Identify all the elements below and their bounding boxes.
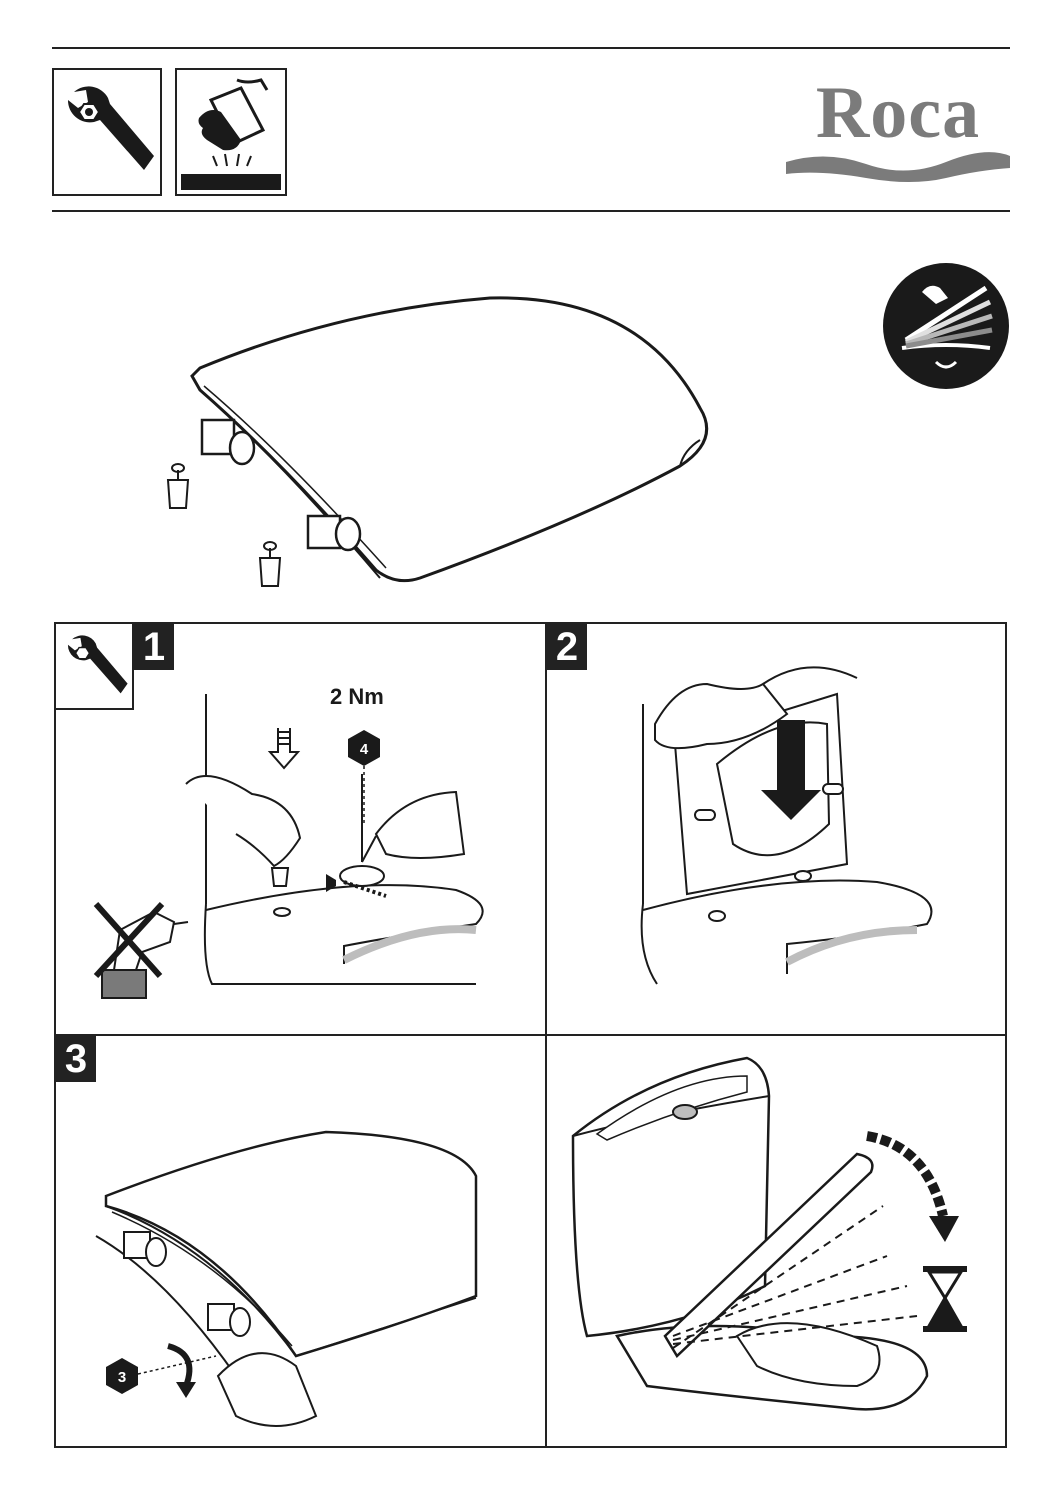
wipe-clean-icon [181, 78, 281, 190]
toilet-seat-illustration [166, 296, 709, 587]
no-power-drill-icon [93, 901, 189, 999]
step-4-panel [545, 1034, 1007, 1448]
soft-close-icon [883, 263, 1009, 389]
hourglass-icon [923, 1266, 967, 1332]
step-1-number: 1 [134, 624, 174, 670]
step-2-panel: 2 [545, 622, 1007, 1036]
step-3-illustration: 3 [95, 1130, 478, 1427]
header-top-rule [52, 47, 1010, 49]
logo-wave [786, 152, 1010, 182]
step-2-number: 2 [547, 624, 587, 670]
cleaning-icon-box [175, 68, 287, 196]
step-4-illustration [571, 1056, 967, 1411]
header-bottom-rule [52, 210, 1010, 212]
step-1-badge: 4 [360, 741, 369, 758]
wrench-icon [67, 635, 128, 694]
brand-logo-text: Roca [815, 72, 981, 154]
step-3-badge: 3 [118, 1369, 126, 1386]
step-1-tool-icon [56, 624, 134, 710]
fixing-bolt-1 [166, 463, 190, 509]
step-3-number: 3 [56, 1036, 96, 1082]
step-1-illustration: 4 [93, 694, 484, 999]
step-2-illustration [640, 666, 933, 985]
brand-logo: Roca [784, 72, 1012, 182]
wrench-icon [67, 86, 154, 170]
step-1-panel: 1 4 2 Nm [54, 622, 547, 1036]
tools-icon-box [52, 68, 162, 196]
torque-label: 2 Nm [330, 684, 384, 709]
fixing-bolt-2 [258, 541, 282, 587]
step-3-panel: 3 3 [54, 1034, 547, 1448]
